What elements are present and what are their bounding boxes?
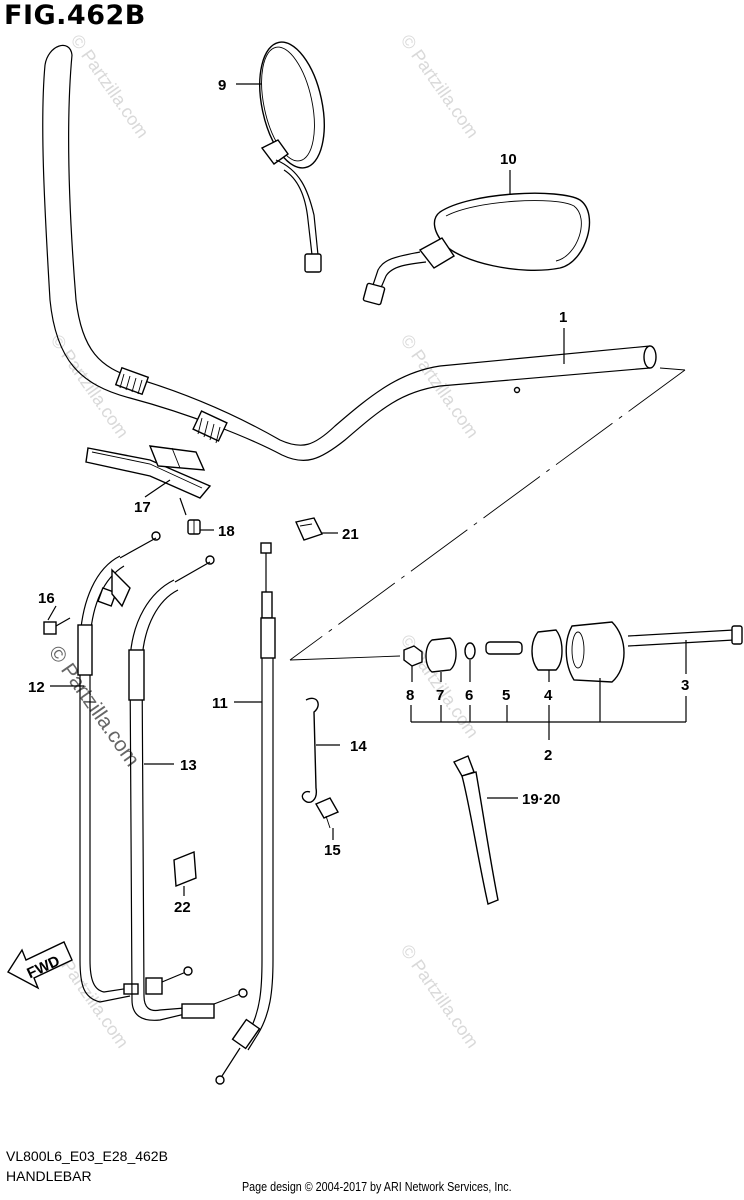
bolt-16	[43, 617, 71, 635]
callout-6: 6	[465, 687, 473, 704]
exploded-view-lines	[289, 367, 686, 661]
figure-title: FIG.462B	[4, 0, 146, 31]
callout-5: 5	[502, 687, 510, 704]
fwd-arrow: FWD	[7, 941, 73, 990]
callout-22: 22	[174, 899, 191, 916]
callout-21: 21	[342, 526, 359, 543]
callout-7: 7	[436, 687, 444, 704]
tie-19-20	[453, 755, 499, 905]
handlebar	[42, 44, 657, 462]
cable-13	[128, 555, 248, 1021]
watermarks: © Partzilla.com © Partzilla.com © Partzi…	[44, 31, 483, 1052]
callout-9: 9	[218, 77, 226, 94]
callout-17: 17	[134, 499, 151, 516]
balancer-parts	[403, 621, 743, 683]
clamp-21	[295, 517, 323, 541]
cable-12	[77, 531, 161, 1003]
callout-4: 4	[544, 687, 553, 704]
callout-12: 12	[28, 679, 45, 696]
callout-8: 8	[406, 687, 414, 704]
callout-19-20: 19·20	[522, 791, 560, 808]
callout-3: 3	[681, 677, 689, 694]
watermark: © Partzilla.com	[397, 941, 483, 1052]
bolt-18	[187, 519, 201, 535]
callout-15: 15	[324, 842, 341, 859]
callout-10: 10	[500, 151, 517, 168]
callouts: 9 10 1 17 18 21 16 12 11 13 14 15 19·20 …	[28, 77, 689, 916]
callout-18: 18	[218, 523, 235, 540]
copyright-footer: Page design © 2004-2017 by ARI Network S…	[242, 1180, 512, 1194]
callout-14: 14	[350, 738, 367, 755]
callout-13: 13	[180, 757, 197, 774]
cable-guide-14	[301, 697, 319, 804]
mirror-left	[259, 41, 325, 273]
figure-subtitle: HANDLEBAR	[6, 1168, 92, 1184]
leader-lines	[47, 83, 687, 896]
callout-11: 11	[212, 695, 228, 712]
bracket-17	[85, 445, 212, 516]
watermark: © Partzilla.com	[67, 31, 153, 142]
screw-15	[315, 797, 339, 829]
watermark: © Partzilla.com	[397, 31, 483, 142]
callout-1: 1	[559, 309, 567, 326]
cable-11	[215, 542, 276, 1085]
callout-16: 16	[38, 590, 55, 607]
callout-2: 2	[544, 747, 552, 764]
mirror-right	[362, 192, 591, 306]
figure-code: VL800L6_E03_E28_462B	[6, 1148, 168, 1164]
label-22	[173, 850, 197, 888]
